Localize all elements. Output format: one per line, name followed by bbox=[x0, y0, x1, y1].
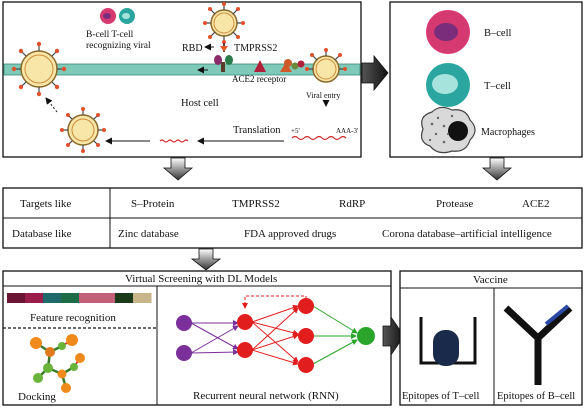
bcell-label: B–cell bbox=[484, 28, 511, 39]
targets-table: Targets like S–Protein TMPRSS2 RdRP Prot… bbox=[2, 187, 583, 249]
docking-label: Docking bbox=[18, 391, 56, 403]
rnn-input-node bbox=[176, 315, 192, 331]
rnn-label: Recurrent neural network (RNN) bbox=[193, 390, 339, 402]
viral-entry-label: Viral entry bbox=[306, 91, 340, 100]
immune-cells-panel: B–cell T–cell Macrophages bbox=[389, 1, 583, 158]
docking-molecule-icon bbox=[30, 334, 85, 393]
virus-entry-icon bbox=[305, 48, 347, 83]
virus-left-icon bbox=[11, 41, 67, 97]
rna-strand bbox=[291, 135, 347, 141]
feature-segment bbox=[61, 293, 80, 303]
tcell-epitope-icon bbox=[419, 317, 477, 366]
rnn-input-node bbox=[176, 345, 192, 361]
bcell-icon bbox=[426, 10, 470, 54]
right-arrow-top bbox=[361, 54, 389, 92]
rna-start-label: +5' bbox=[291, 127, 300, 135]
ace2-membrane bbox=[3, 63, 361, 76]
feature-recognition-label: Feature recognition bbox=[30, 312, 116, 324]
rna-end-label: AAA-3' bbox=[336, 127, 358, 135]
tmprss2-label: TMPRSS2 bbox=[234, 43, 277, 54]
down-arrow-left bbox=[162, 157, 194, 181]
database-corona-ai: Corona database–artificial intelligence bbox=[382, 228, 552, 240]
bcell-epitope-label: Epitopes of B–cell bbox=[497, 391, 575, 402]
bcell-tcell-label: B-cell T-cell recognizing viral bbox=[86, 30, 151, 51]
target-ace2: ACE2 bbox=[522, 198, 550, 210]
virtual-screening-panel: Virtual Screening with DL Models Feature… bbox=[2, 270, 392, 406]
rnn-hidden-node bbox=[298, 298, 314, 314]
ace2-receptor-icon bbox=[214, 55, 233, 72]
tmprss2-icon bbox=[254, 60, 266, 72]
rnn-hidden-node bbox=[298, 328, 314, 344]
translated-protein bbox=[159, 139, 189, 143]
target-protease: Protease bbox=[436, 198, 473, 210]
tcell-small-icon bbox=[119, 8, 135, 24]
database-row-header: Database like bbox=[12, 228, 72, 240]
rnn-hidden-node bbox=[237, 314, 253, 330]
receptor-cluster-icon bbox=[280, 59, 305, 72]
down-arrow-right bbox=[481, 157, 513, 181]
targets-row-header: Targets like bbox=[20, 198, 71, 210]
vaccine-panel: Vaccine Epitopes of T–cell Epitopes of B… bbox=[399, 270, 583, 406]
virus-release-icon bbox=[60, 107, 106, 153]
feature-segment bbox=[7, 293, 26, 303]
target-rdrp: RdRP bbox=[339, 198, 365, 210]
feature-segment bbox=[133, 293, 152, 303]
screening-title: Virtual Screening with DL Models bbox=[125, 273, 277, 285]
host-cell-label: Host cell bbox=[181, 98, 219, 109]
rnn-network bbox=[176, 295, 375, 373]
tcell-label: T–cell bbox=[484, 81, 511, 92]
rnn-hidden-node bbox=[237, 342, 253, 358]
database-zinc: Zinc database bbox=[118, 228, 179, 240]
vaccine-title: Vaccine bbox=[473, 274, 508, 286]
target-tmprss2: TMPRSS2 bbox=[232, 198, 280, 210]
database-fda: FDA approved drugs bbox=[244, 228, 336, 240]
macrophage-icon bbox=[420, 106, 476, 154]
infection-panel: ACE2 receptor B-cell T-cell recognizing … bbox=[2, 1, 362, 158]
ace2-label: ACE2 receptor bbox=[232, 74, 286, 84]
rnn-output-node bbox=[357, 327, 375, 345]
feature-bar bbox=[7, 293, 152, 303]
feature-segment bbox=[43, 293, 62, 303]
down-arrow-middle bbox=[190, 248, 222, 271]
right-arrow-bottom bbox=[382, 315, 405, 357]
target-s-protein: S–Protein bbox=[131, 198, 175, 210]
feature-segment bbox=[115, 293, 134, 303]
translation-label: Translation bbox=[233, 125, 281, 136]
bcell-small-icon bbox=[100, 8, 116, 24]
macrophage-label: Macrophages bbox=[481, 127, 535, 138]
virus-top-icon bbox=[203, 2, 245, 44]
feature-segment bbox=[25, 293, 44, 303]
tcell-epitope-label: Epitopes of T–cell bbox=[402, 391, 479, 402]
tcell-icon bbox=[426, 63, 470, 107]
rbd-label: RBD bbox=[182, 43, 203, 54]
feature-segment bbox=[79, 293, 98, 303]
feature-segment bbox=[97, 293, 116, 303]
bcell-epitope-icon bbox=[503, 304, 573, 385]
rnn-hidden-node bbox=[298, 357, 314, 373]
